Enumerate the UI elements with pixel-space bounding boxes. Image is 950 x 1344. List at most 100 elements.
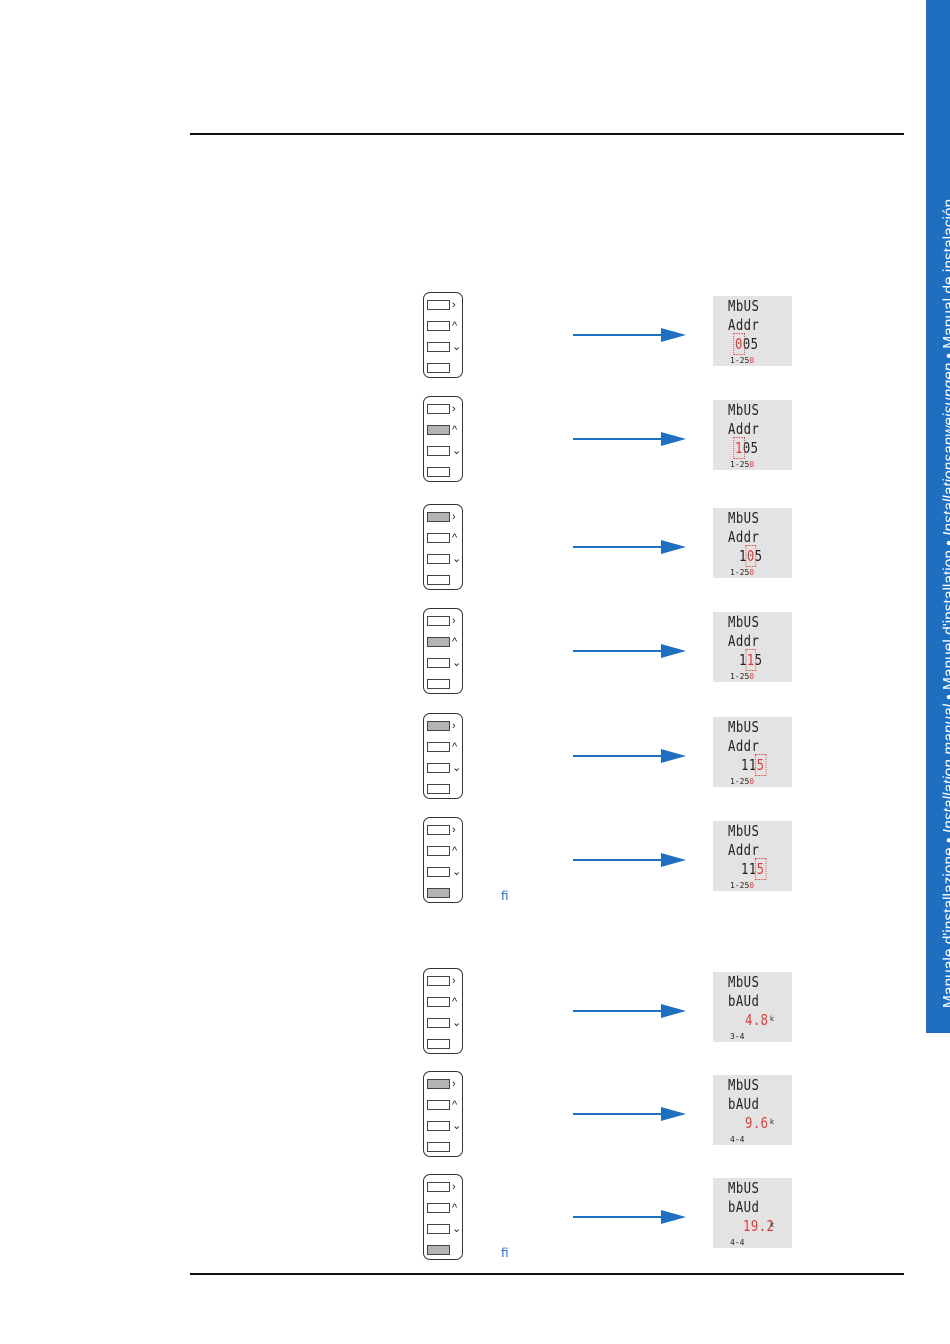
arrow-right-icon (573, 644, 686, 658)
lcd-range-digit: 0 (749, 881, 755, 890)
arrow-right-icon (573, 432, 686, 446)
keypad: ›^⌄ (423, 292, 463, 378)
chevron-down-icon: ⌄ (452, 553, 462, 565)
lcd-value-active-digit: 19.2 (743, 1217, 775, 1235)
bottom-rule (190, 1273, 904, 1275)
key-down[interactable] (427, 1018, 450, 1028)
key-up[interactable] (427, 321, 450, 331)
arrow-right-icon (573, 1210, 686, 1224)
key-up[interactable] (427, 533, 450, 543)
chevron-right-icon: › (452, 511, 456, 523)
chevron-up-icon: ^ (452, 1202, 458, 1214)
key-down[interactable] (427, 1224, 450, 1234)
key-down[interactable] (427, 554, 450, 564)
chevron-right-icon: › (452, 720, 456, 732)
key-down[interactable] (427, 658, 450, 668)
key-right-pressed[interactable] (427, 1079, 450, 1089)
lcd-line-1: MbUS (728, 1076, 760, 1094)
lcd-range: 1-250 (730, 460, 754, 469)
lcd-value-suffix: 5 (754, 651, 763, 669)
key-enter[interactable] (427, 363, 450, 373)
arrow-right-icon (573, 540, 686, 554)
keypad: ›^⌄ (423, 968, 463, 1054)
key-down[interactable] (427, 763, 450, 773)
lcd-value-prefix: 1 (739, 651, 747, 669)
key-right[interactable] (427, 300, 450, 310)
key-enter[interactable] (427, 1039, 450, 1049)
lcd-line-2: bAUd (728, 1198, 760, 1216)
chevron-right-icon: › (452, 1078, 456, 1090)
key-up[interactable] (427, 1203, 450, 1213)
key-right-pressed[interactable] (427, 512, 450, 522)
key-enter[interactable] (427, 575, 450, 585)
lcd-line-2: Addr (728, 316, 760, 334)
chevron-right-icon: › (452, 299, 456, 311)
key-enter-pressed[interactable] (427, 1245, 450, 1255)
lcd-line-1: MbUS (728, 297, 760, 315)
key-up-pressed[interactable] (427, 425, 450, 435)
key-enter[interactable] (427, 467, 450, 477)
key-up[interactable] (427, 846, 450, 856)
lcd-line-2: Addr (728, 420, 760, 438)
lcd-range-text: 1-25 (730, 672, 750, 681)
lcd-line-2: bAUd (728, 1095, 760, 1113)
confirm-note: ﬁ (501, 889, 509, 903)
lcd-value-suffix: 05 (742, 335, 759, 353)
lcd-line-2: Addr (728, 841, 760, 859)
keypad: ›^⌄ (423, 608, 463, 694)
lcd-range-digit: 0 (749, 672, 755, 681)
key-down[interactable] (427, 867, 450, 877)
keypad: ›^⌄ (423, 504, 463, 590)
key-down[interactable] (427, 446, 450, 456)
chevron-down-icon: ⌄ (452, 1017, 462, 1029)
arrow-right-icon (573, 749, 686, 763)
chevron-up-icon: ^ (452, 320, 458, 332)
chevron-up-icon: ^ (452, 1099, 458, 1111)
key-enter[interactable] (427, 784, 450, 794)
key-down[interactable] (427, 342, 450, 352)
lcd-value-active-digit: 5 (755, 754, 767, 776)
lcd-line-1: MbUS (728, 1179, 760, 1197)
key-enter[interactable] (427, 1142, 450, 1152)
key-right[interactable] (427, 616, 450, 626)
key-right[interactable] (427, 825, 450, 835)
key-up-pressed[interactable] (427, 637, 450, 647)
lcd-range: 3-4 (730, 1032, 744, 1041)
chevron-down-icon: ⌄ (452, 1120, 462, 1132)
key-right[interactable] (427, 976, 450, 986)
key-up[interactable] (427, 997, 450, 1007)
lcd-value-active-digit: 0 (733, 333, 745, 355)
lcd-range: 1-250 (730, 356, 754, 365)
key-up[interactable] (427, 742, 450, 752)
key-right[interactable] (427, 1182, 450, 1192)
lcd-value-active-digit: 0 (745, 545, 757, 567)
lcd-value: 005 (733, 333, 759, 355)
keypad: ›^⌄ (423, 817, 463, 903)
lcd-value-active-digit: 1 (733, 437, 745, 459)
lcd-value-prefix: 11 (741, 756, 757, 774)
keypad: ›^⌄ (423, 713, 463, 799)
lcd-value-active-digit: 5 (755, 858, 767, 880)
lcd-value: 105 (733, 437, 758, 459)
key-enter-pressed[interactable] (427, 888, 450, 898)
lcd-line-2: Addr (728, 737, 760, 755)
key-up[interactable] (427, 1100, 450, 1110)
lcd-range-digit: 0 (749, 460, 755, 469)
lcd-range-text: 1-25 (730, 568, 750, 577)
chevron-right-icon: › (452, 403, 456, 415)
chevron-up-icon: ^ (452, 741, 458, 753)
keypad: ›^⌄ (423, 1174, 463, 1260)
key-right-pressed[interactable] (427, 721, 450, 731)
key-down[interactable] (427, 1121, 450, 1131)
keypad: › ^ ⌄ (423, 1071, 463, 1157)
key-enter[interactable] (427, 679, 450, 689)
key-right[interactable] (427, 404, 450, 414)
